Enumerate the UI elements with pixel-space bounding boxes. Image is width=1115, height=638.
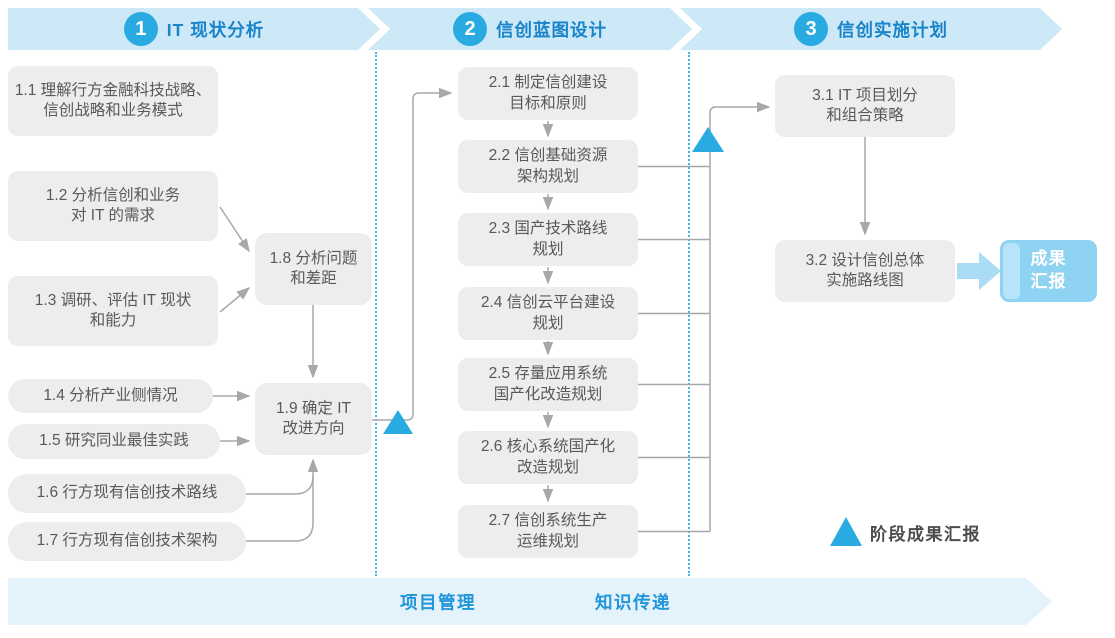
step-box-1-7: 1.7 行方现有信创技术架构 — [8, 522, 246, 561]
milestone-triangle-phase1 — [383, 410, 413, 434]
step-box-2-6: 2.6 核心系统国产化 改造规划 — [458, 431, 638, 484]
step-box-3-1: 3.1 IT 项目划分 和组合策略 — [775, 75, 955, 137]
milestone-triangle-phase2 — [692, 127, 724, 152]
step-box-2-2: 2.2 信创基础资源 架构规划 — [458, 140, 638, 193]
result-report-label: 成果 汇报 — [1030, 249, 1067, 291]
step-box-1-1: 1.1 理解行方金融科技战略、 信创战略和业务模式 — [8, 66, 218, 136]
footer-item-project-management: 项目管理 — [400, 592, 476, 612]
result-report-box: 成果 汇报 — [1000, 240, 1097, 302]
phase-1-title: IT 现状分析 — [166, 19, 265, 40]
phase-2-number-badge: 2 — [453, 12, 487, 46]
legend-label: 阶段成果汇报 — [870, 525, 981, 544]
step-box-2-4: 2.4 信创云平台建设 规划 — [458, 287, 638, 340]
step-box-2-1: 2.1 制定信创建设 目标和原则 — [458, 67, 638, 120]
step-box-1-2: 1.2 分析信创和业务 对 IT 的需求 — [8, 171, 218, 241]
legend-triangle-icon — [830, 517, 862, 546]
step-box-1-5: 1.5 研究同业最佳实践 — [8, 424, 220, 459]
step-box-1-3: 1.3 调研、评估 IT 现状 和能力 — [8, 276, 218, 346]
phase-2-title: 信创蓝图设计 — [496, 19, 607, 40]
phase-separator-line-1 — [375, 52, 377, 576]
phase-banner-3: 3 信创实施计划 — [680, 8, 1062, 50]
step-box-1-9: 1.9 确定 IT 改进方向 — [255, 383, 372, 455]
phase-3-title: 信创实施计划 — [837, 19, 948, 40]
phase-separator-line-2 — [688, 52, 690, 576]
footer-item-knowledge-transfer: 知识传递 — [595, 592, 671, 612]
step-box-1-8: 1.8 分析问题 和差距 — [255, 233, 372, 305]
phase-3-number-badge: 3 — [794, 12, 828, 46]
step-box-3-2: 3.2 设计信创总体 实施路线图 — [775, 240, 955, 302]
result-block-arrow-icon — [957, 252, 1001, 290]
phase-1-number-badge: 1 — [124, 12, 158, 46]
phase-banner-2: 2 信创蓝图设计 — [368, 8, 692, 50]
step-box-1-6: 1.6 行方现有信创技术路线 — [8, 474, 246, 513]
step-box-2-3: 2.3 国产技术路线 规划 — [458, 213, 638, 266]
step-box-2-5: 2.5 存量应用系统 国产化改造规划 — [458, 358, 638, 411]
footer-banner: 项目管理 知识传递 — [8, 578, 1052, 625]
phase-banner-1: 1 IT 现状分析 — [8, 8, 380, 50]
step-box-1-4: 1.4 分析产业侧情况 — [8, 379, 213, 413]
step-box-2-7: 2.7 信创系统生产 运维规划 — [458, 505, 638, 558]
